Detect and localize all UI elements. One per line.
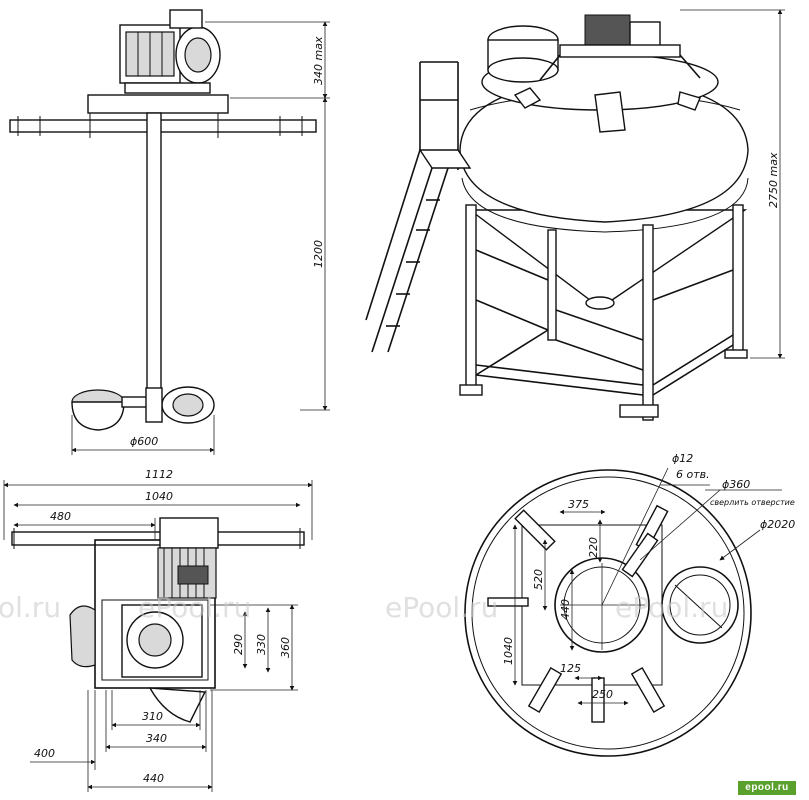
dim-375-label: 375 xyxy=(568,498,589,511)
dim-1040-tank-label: 1040 xyxy=(502,637,515,665)
drill-note-label: сверлить отверстие xyxy=(710,498,795,507)
dim-400: 400 xyxy=(30,690,96,770)
dim-520-label: 520 xyxy=(532,569,545,590)
hatch-diameter-label: ϕ360 xyxy=(722,478,750,491)
dim-shaft-length: 1200 xyxy=(300,97,330,411)
hole-count-label: 6 отв. xyxy=(676,468,710,481)
tank-outer-circle xyxy=(464,469,752,757)
dim-360: 360 xyxy=(210,604,298,691)
dim-340-label: 340 xyxy=(146,732,167,745)
dim-375: 375 xyxy=(559,498,606,515)
dim-220: 220 xyxy=(587,519,603,563)
tank-ladder xyxy=(365,61,472,353)
impeller xyxy=(71,386,215,431)
watermark-4: ePool.ru xyxy=(615,591,728,624)
dim-1040: 1040 xyxy=(13,490,301,508)
dim-1112: 1112 xyxy=(3,468,313,540)
dim-tank-height: 2750 max xyxy=(680,9,785,359)
mixer-top-view: 1112 1040 480 290 330 360 310 xyxy=(3,468,313,792)
support-rail xyxy=(9,119,317,133)
dim-1200-label: 1200 xyxy=(312,240,325,268)
dim-600-label: ϕ600 xyxy=(130,435,158,448)
dim-impeller-diameter: ϕ600 xyxy=(71,415,215,455)
dim-360-label: 360 xyxy=(279,637,292,658)
bridge-plate xyxy=(87,94,229,114)
dim-480-label: 480 xyxy=(50,510,71,523)
dim-1040-label: 1040 xyxy=(145,490,173,503)
dim-125-label: 125 xyxy=(560,662,581,675)
tank-frame xyxy=(459,204,748,421)
site-logo: epool.ru xyxy=(738,781,796,795)
dim-310: 310 xyxy=(111,690,201,730)
dim-1040-tank: 1040 xyxy=(502,524,518,686)
tank-cone xyxy=(467,209,748,301)
tank-top-view: ϕ12 6 отв. ϕ360 сверлить отверстие ϕ2020… xyxy=(464,452,795,757)
dim-480: 480 xyxy=(13,510,156,540)
dim-220-label: 220 xyxy=(587,537,600,558)
dim-520: 520 xyxy=(532,539,548,611)
top-rail xyxy=(11,531,305,546)
dim-440: 440 xyxy=(87,690,213,792)
tank-diameter-label: ϕ2020 xyxy=(760,518,795,531)
mixer-side-view: 340 max 1200 ϕ600 xyxy=(9,9,330,455)
dim-340: 340 xyxy=(105,690,207,752)
dim-125: 125 xyxy=(560,662,603,681)
tank-isometric-view: 2750 max xyxy=(365,9,785,421)
dim-440-tank: 440 xyxy=(559,569,575,651)
motor-gearbox xyxy=(119,9,221,94)
mixer-shaft xyxy=(146,112,162,396)
dim-440-tank-label: 440 xyxy=(559,599,572,620)
dim-400-label: 400 xyxy=(34,747,55,760)
dim-290: 290 xyxy=(232,611,248,669)
dim-440-label: 440 xyxy=(143,772,164,785)
dim-1112-label: 1112 xyxy=(145,468,173,481)
dim-330-label: 330 xyxy=(255,634,268,655)
watermark-2: ePool.ru xyxy=(138,591,251,624)
dim-340max-label: 340 max xyxy=(312,36,325,85)
dim-250: 250 xyxy=(577,688,629,706)
dim-330: 330 xyxy=(255,607,271,673)
hole-diameter-label: ϕ12 xyxy=(672,452,693,465)
watermark-1: ol.ru xyxy=(0,591,61,624)
dim-310-label: 310 xyxy=(142,710,163,723)
watermarks: ol.ru ePool.ru ePool.ru ePool.ru xyxy=(0,591,728,624)
dim-290-label: 290 xyxy=(232,634,245,655)
watermark-3: ePool.ru xyxy=(385,591,498,624)
dim-motor-height: 340 max xyxy=(205,21,330,99)
dim-2750max-label: 2750 max xyxy=(767,152,780,208)
tank-mixer-motor xyxy=(539,14,701,81)
tank-ribs xyxy=(487,504,669,723)
dim-250-label: 250 xyxy=(592,688,613,701)
